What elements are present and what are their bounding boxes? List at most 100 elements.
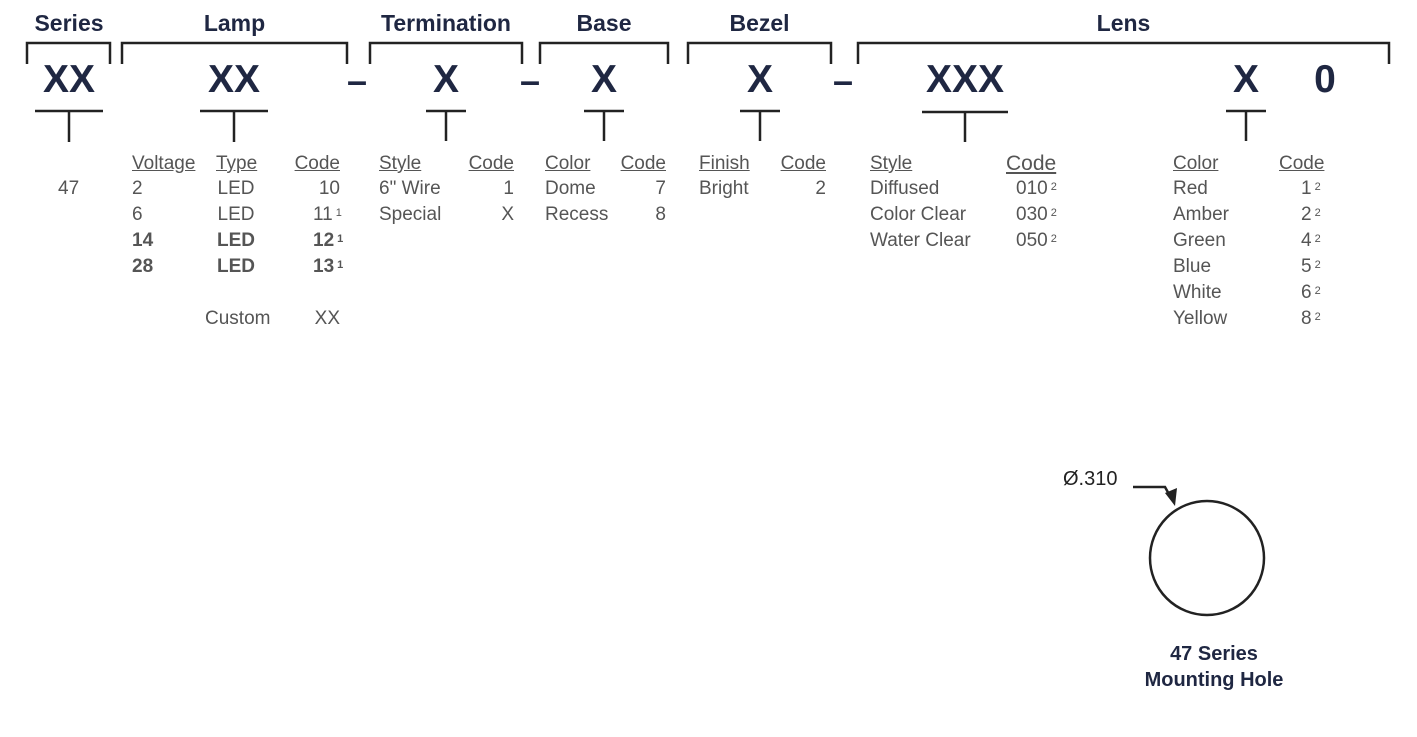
lens-color: Blue: [1173, 256, 1212, 277]
lens-color-code: X: [1232, 58, 1259, 101]
lamp-code: 10: [318, 178, 340, 199]
bezel-code: X: [746, 58, 773, 101]
footnote-marker: 1: [337, 259, 344, 271]
base-color: Dome: [545, 178, 596, 199]
leader-arrowhead: [1165, 488, 1177, 506]
lamp-custom-type: Custom: [205, 308, 271, 329]
termination-style-header: Style: [379, 153, 422, 174]
bezel-connector: [740, 109, 780, 141]
series-connector: [35, 109, 103, 142]
lens-style-header: Style: [870, 153, 913, 174]
lens-color-code-header: Code: [1279, 153, 1325, 174]
bezel-finish: Bright: [699, 178, 749, 199]
bezel-code-header: Code: [780, 153, 826, 174]
leader-line: [1133, 485, 1172, 497]
lens-style-connector: [922, 110, 1008, 142]
termination-style: Special: [379, 204, 442, 225]
lamp-voltage: 2: [132, 178, 143, 199]
lens-color-header: Color: [1173, 153, 1219, 174]
lens-color: White: [1173, 282, 1222, 303]
footnote-marker: 1: [337, 233, 344, 245]
lamp-connector: [200, 109, 268, 142]
mounting-hole-caption-line2: Mounting Hole: [1144, 669, 1284, 691]
lens-color: Green: [1173, 230, 1226, 251]
termination-header: Termination: [381, 10, 511, 36]
lens-bracket: [856, 41, 1391, 64]
lamp-header: Lamp: [203, 10, 266, 36]
termination-code-header: Code: [468, 153, 514, 174]
series-bracket: [25, 41, 112, 64]
base-code-header: Code: [620, 153, 666, 174]
footnote-marker: 2: [1314, 259, 1321, 271]
lamp-voltage: 6: [132, 204, 143, 225]
termination-bracket: [368, 41, 524, 64]
base-code: X: [590, 58, 617, 101]
base-code: 7: [655, 178, 666, 199]
lens-header: Lens: [1096, 10, 1151, 36]
mounting-hole-caption-line1: 47 Series: [1170, 643, 1258, 665]
base-bracket: [538, 41, 670, 64]
lens-style-code-header: Code: [1006, 152, 1057, 175]
bezel-bracket: [686, 41, 833, 64]
series-code: XX: [42, 58, 96, 101]
termination-code: X: [432, 58, 459, 101]
footnote-marker: 2: [1050, 207, 1057, 219]
bezel-finish-header: Finish: [699, 153, 750, 174]
lamp-bracket: [120, 41, 349, 64]
termination-code: X: [501, 204, 514, 225]
mounting-hole-dimension: Ø.310: [1063, 468, 1118, 490]
lens-style-code: XXX: [925, 58, 1005, 101]
mounting-hole-circle: [1148, 499, 1266, 617]
lens-color: Yellow: [1173, 308, 1228, 329]
lamp-voltage: 14: [132, 230, 154, 251]
lamp-code: XX: [207, 58, 261, 101]
bezel-header: Bezel: [729, 10, 790, 36]
base-code: 8: [655, 204, 666, 225]
footnote-marker: 2: [1314, 285, 1321, 297]
base-header: Base: [576, 10, 632, 36]
lens-style: Diffused: [870, 178, 940, 199]
footnote-marker: 2: [1050, 233, 1057, 245]
lens-color: Red: [1173, 178, 1208, 199]
lens-style: Water Clear: [870, 230, 971, 251]
base-color: Recess: [545, 204, 609, 225]
separator-dash: –: [347, 60, 368, 101]
footnote-marker: 1: [335, 207, 342, 219]
base-connector: [584, 109, 624, 141]
lens-fixed-code: 0: [1314, 58, 1336, 101]
separator-dash: –: [520, 60, 541, 101]
lamp-type-header: Type: [216, 153, 258, 174]
lamp-voltage-header: Voltage: [132, 153, 196, 174]
lens-style: Color Clear: [870, 204, 967, 225]
termination-connector: [426, 109, 466, 141]
lens-color-connector: [1226, 109, 1266, 141]
footnote-marker: 2: [1314, 311, 1321, 323]
lamp-code-header: Code: [294, 153, 340, 174]
separator-dash: –: [833, 60, 854, 101]
termination-style: 6" Wire: [379, 178, 441, 199]
series-header: Series: [34, 10, 104, 36]
footnote-marker: 2: [1050, 181, 1057, 193]
lamp-type: LED: [217, 204, 255, 225]
lamp-type: LED: [217, 230, 255, 251]
lamp-type: LED: [217, 256, 255, 277]
series-value: 47: [58, 178, 80, 199]
termination-code: 1: [503, 178, 514, 199]
footnote-marker: 2: [1314, 181, 1321, 193]
lamp-type: LED: [217, 178, 255, 199]
base-color-header: Color: [545, 153, 591, 174]
lamp-custom-code: XX: [314, 308, 340, 329]
bezel-code: 2: [815, 178, 826, 199]
